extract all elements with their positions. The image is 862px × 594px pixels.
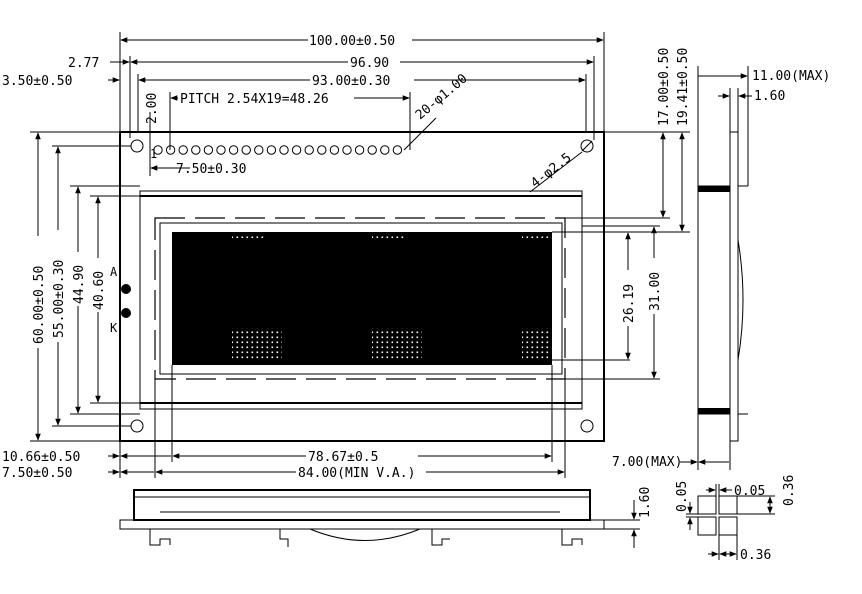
dot-gap-v-dim: 0.05 bbox=[675, 481, 690, 512]
pin-hole bbox=[241, 145, 251, 155]
side-pcb bbox=[729, 131, 739, 442]
overall-width-dim: 100.00±0.50 bbox=[309, 34, 395, 49]
bottom-pcb-thickness-dim: 1.60 bbox=[638, 487, 653, 518]
pin-hole bbox=[367, 145, 377, 155]
hole-span-dim: 96.90 bbox=[350, 56, 389, 71]
pin-offset-dim: 7.50±0.30 bbox=[176, 162, 246, 177]
dot-gap-h-dim: 0.05 bbox=[734, 484, 765, 499]
pin-hole bbox=[291, 145, 302, 155]
pin-hole bbox=[304, 145, 314, 155]
va-offset-dim: 7.50±0.50 bbox=[2, 466, 72, 481]
top-to-va-dim: 17.00±0.50 bbox=[657, 48, 672, 126]
bracket-span-dim: 93.00±0.30 bbox=[312, 74, 390, 89]
side-body bbox=[697, 185, 731, 415]
dot bbox=[697, 495, 717, 515]
aa-offset-dim: 10.66±0.50 bbox=[2, 450, 80, 465]
bezel-height-dim: 44.90 bbox=[72, 265, 87, 304]
mount-hole bbox=[580, 419, 594, 433]
dot-block bbox=[232, 234, 266, 238]
anode-label: A bbox=[110, 265, 118, 279]
dot-block bbox=[372, 328, 422, 360]
dot-block bbox=[232, 328, 282, 360]
pin-hole-callout: 20-φ1.00 bbox=[413, 71, 471, 123]
dot bbox=[718, 495, 738, 515]
bezel-outline bbox=[139, 190, 583, 410]
pin-row-height-dim: 2.00 bbox=[145, 93, 160, 124]
bottom-view: 1.60 bbox=[119, 487, 653, 548]
pin-row bbox=[153, 145, 403, 155]
bottom-tab bbox=[431, 529, 450, 546]
side-depth-dim: 7.00(MAX) bbox=[612, 455, 682, 470]
glass-height-dim: 40.60 bbox=[92, 271, 107, 310]
pin-pitch-note: PITCH 2.54X19=48.26 bbox=[180, 92, 329, 107]
side-pcb-thickness-dim: 1.60 bbox=[754, 89, 785, 104]
pin-hole bbox=[380, 145, 390, 155]
pin-hole bbox=[216, 145, 226, 155]
pin-hole bbox=[392, 145, 403, 155]
dot-height-dim: 0.36 bbox=[782, 475, 797, 506]
front-view: 1 A K bbox=[110, 131, 605, 442]
bottom-dimensions: 10.66±0.50 78.67±0.5 7.50±0.50 84.00(MIN… bbox=[2, 365, 566, 481]
pin-hole bbox=[354, 145, 365, 155]
dot bbox=[697, 516, 717, 536]
led-anode-pad bbox=[121, 284, 131, 294]
right-dimensions: 17.00±0.50 19.41±0.50 26.19 31.00 bbox=[552, 48, 691, 380]
hole-pitch-dim: 55.00±0.30 bbox=[52, 260, 67, 338]
top-dimensions: 100.00±0.50 96.90 2.77 93.00±0.30 3.50±0… bbox=[2, 32, 605, 193]
pin-hole bbox=[191, 145, 201, 155]
left-offset-dim: 3.50±0.50 bbox=[2, 74, 72, 89]
pin-hole bbox=[342, 145, 352, 155]
dot-width-dim: 0.36 bbox=[740, 548, 771, 563]
aa-width-dim: 78.67±0.5 bbox=[308, 450, 378, 465]
side-view: 11.00(MAX) 1.60 7.00(MAX) bbox=[612, 66, 830, 470]
led-cathode-pad bbox=[121, 308, 131, 318]
pin-hole bbox=[153, 145, 163, 155]
char-area-height-dim: 26.19 bbox=[622, 284, 637, 323]
mount-hole bbox=[130, 419, 144, 433]
bottom-tab bbox=[279, 529, 289, 547]
va-width-dim: 84.00(MIN V.A.) bbox=[298, 466, 415, 481]
active-area bbox=[172, 232, 552, 365]
top-to-aa-dim: 19.41±0.50 bbox=[676, 48, 691, 126]
left-dimensions: 60.00±0.50 55.00±0.30 44.90 40.60 bbox=[27, 131, 140, 442]
side-max-thickness-dim: 11.00(MAX) bbox=[752, 69, 830, 84]
pin-hole bbox=[178, 145, 188, 155]
pin-hole bbox=[254, 145, 264, 155]
pin-hole bbox=[165, 145, 176, 155]
pin1-label: 1 bbox=[150, 147, 157, 161]
mount-hole bbox=[580, 139, 594, 153]
dot bbox=[718, 516, 738, 536]
pin-hole bbox=[203, 145, 214, 155]
bottom-pcb bbox=[119, 519, 605, 530]
glass-outline bbox=[159, 222, 563, 375]
mount-hole bbox=[130, 139, 144, 153]
dot-detail: 0.05 0.05 0.36 0.36 bbox=[675, 475, 797, 563]
pin-hole bbox=[228, 145, 239, 155]
overall-height-dim: 60.00±0.50 bbox=[32, 266, 47, 344]
dot-block bbox=[372, 234, 406, 238]
bottom-tab bbox=[561, 529, 583, 546]
pin-hole bbox=[266, 145, 277, 155]
dot-block bbox=[522, 328, 550, 360]
viewing-area-outline bbox=[154, 217, 566, 380]
pin-hole bbox=[329, 145, 340, 155]
pin-hole bbox=[317, 145, 327, 155]
bottom-tab bbox=[149, 529, 171, 546]
left-offset-small-dim: 2.77 bbox=[68, 56, 99, 71]
dot-block bbox=[522, 234, 550, 238]
pcb-outline bbox=[119, 131, 605, 442]
va-height-dim: 31.00 bbox=[648, 272, 663, 311]
cathode-label: K bbox=[110, 321, 118, 335]
bottom-frame bbox=[133, 489, 591, 521]
mount-hole-callout: 4-φ2.5 bbox=[528, 150, 574, 191]
pin-hole bbox=[279, 145, 289, 155]
